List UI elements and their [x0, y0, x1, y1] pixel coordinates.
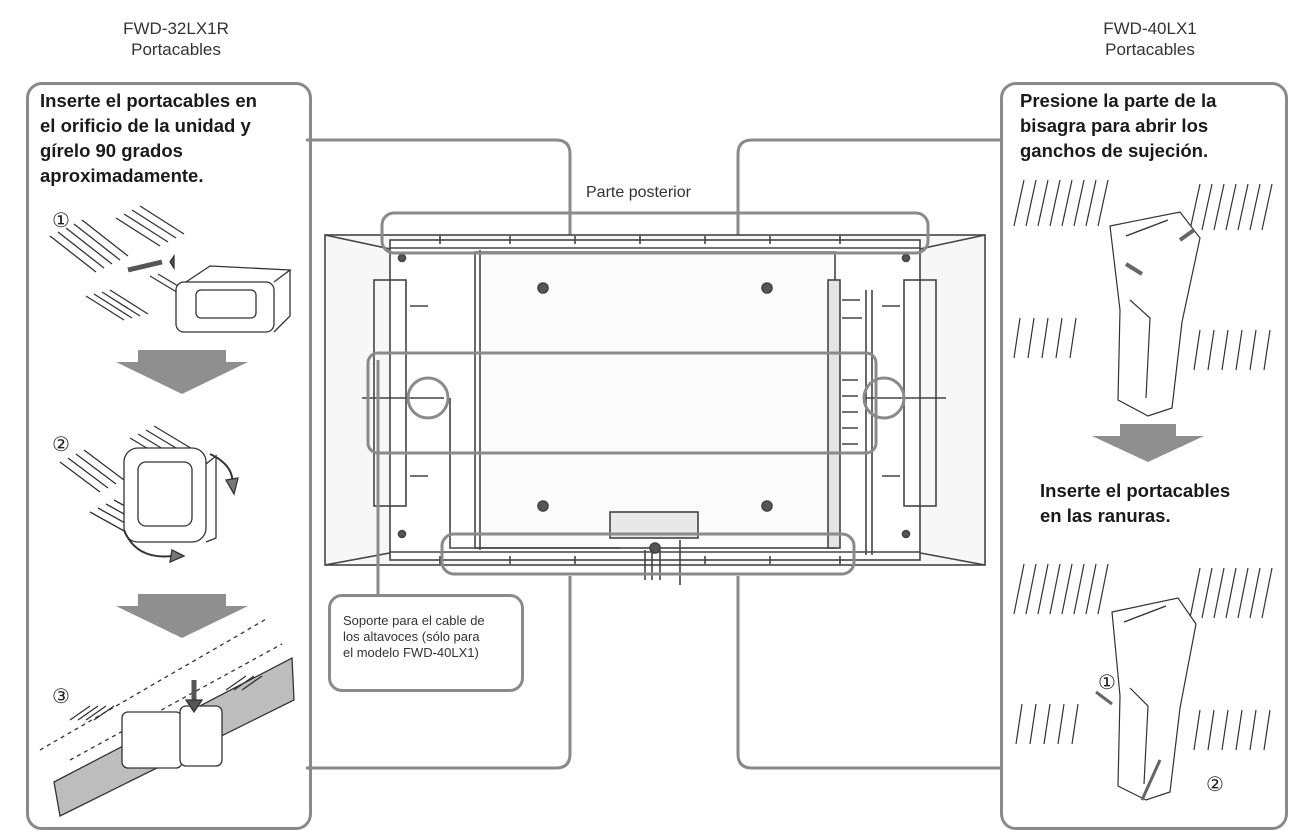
speaker-cable-holder-note: Soporte para el cable de los altavoces (… [328, 594, 524, 692]
left-part-name: Portacables [131, 40, 221, 59]
left-instruction-line: gírelo 90 grados [40, 140, 183, 161]
right-model-heading: FWD-40LX1 Portacables [1070, 18, 1230, 60]
tv-rear-view [324, 234, 986, 585]
left-instruction-line: el orificio de la unidad y [40, 115, 251, 136]
right-instruction-line: Presione la parte de la [1020, 90, 1217, 111]
right-step-1-number: ① [1098, 672, 1116, 694]
left-step-3-number: ③ [52, 686, 70, 708]
left-panel [26, 82, 312, 830]
note-line: Soporte para el cable de [343, 613, 485, 628]
left-illustrations [39, 205, 295, 817]
right-panel [1000, 82, 1288, 830]
right-instruction-line: bisagra para abrir los [1020, 115, 1209, 136]
note-line: los altavoces (sólo para [343, 629, 480, 644]
right-instruction-insert: Inserte el portacables en las ranuras. [1040, 478, 1280, 528]
right-instruction-line: en las ranuras. [1040, 505, 1171, 526]
right-illustrations [1013, 179, 1273, 801]
left-instruction-line: Inserte el portacables en [40, 90, 257, 111]
left-step-2-number: ② [52, 434, 70, 456]
right-instruction-line: ganchos de sujeción. [1020, 140, 1209, 161]
note-line: el modelo FWD-40LX1) [343, 645, 479, 660]
left-instruction: Inserte el portacables en el orificio de… [40, 88, 302, 188]
right-model-name: FWD-40LX1 [1103, 19, 1197, 38]
right-instruction-line: Inserte el portacables [1040, 480, 1231, 501]
right-step-2-number: ② [1206, 774, 1224, 796]
right-instruction-open: Presione la parte de la bisagra para abr… [1020, 88, 1278, 163]
rear-view-label: Parte posterior [586, 184, 691, 201]
left-model-heading: FWD-32LX1R Portacables [96, 18, 256, 60]
left-step-1-number: ① [52, 210, 70, 232]
left-instruction-line: aproximadamente. [40, 165, 204, 186]
left-model-name: FWD-32LX1R [123, 19, 229, 38]
right-part-name: Portacables [1105, 40, 1195, 59]
